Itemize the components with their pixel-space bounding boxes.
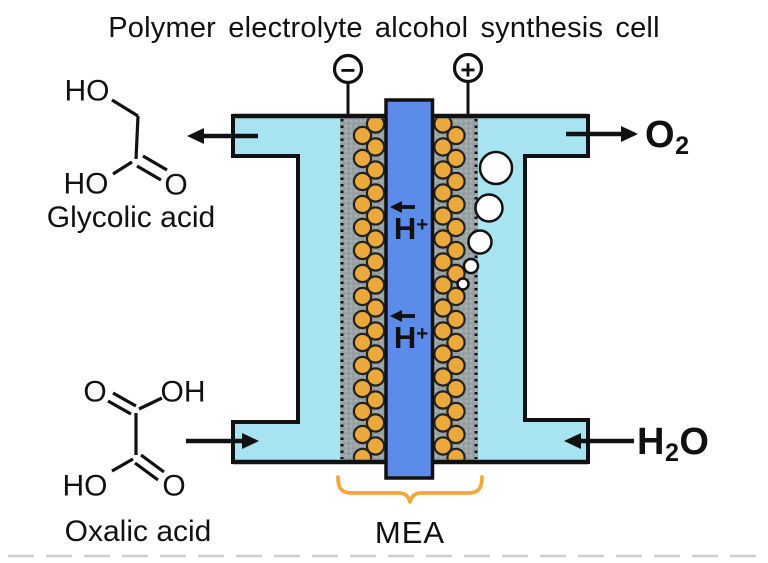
glycolic-acid-label: Glycolic acid — [46, 201, 216, 234]
h2o-label: H2O — [637, 421, 710, 468]
positive-terminal: + — [452, 52, 484, 118]
o2-outlet-arrow — [566, 126, 638, 142]
glycolic-outlet-arrow — [187, 128, 258, 144]
minus-icon: − — [340, 55, 355, 85]
glycolic-acid-structure: HO HO O — [64, 75, 188, 202]
mea-bracket — [336, 475, 484, 504]
left-flow-channel — [231, 114, 340, 464]
oxalic-acid-label: Oxalic acid — [64, 515, 212, 548]
right-flow-channel — [478, 114, 590, 464]
proton-label-bottom: H+ — [384, 320, 438, 355]
catalyst-dots-left — [352, 118, 385, 460]
proton-h: H — [393, 320, 417, 355]
oxalic-oh-top-right: OH — [161, 376, 206, 409]
catalyst-dots-right — [433, 118, 466, 460]
h2o-o-symbol: O — [679, 421, 710, 463]
plus-icon: + — [460, 55, 475, 85]
o2-subscript: 2 — [675, 132, 690, 161]
glycolic-ho-top: HO — [65, 75, 110, 108]
mea-label: MEA — [374, 515, 446, 550]
o2-label: O2 — [645, 114, 690, 161]
h2o-h-symbol: H — [637, 421, 665, 463]
h2o-subscript: 2 — [664, 439, 680, 468]
proton-plus: + — [416, 213, 429, 237]
oxalic-o-top-left: O — [83, 376, 106, 409]
proton-arrow-top — [390, 201, 415, 213]
glycolic-o-right: O — [164, 169, 187, 202]
o2-symbol: O — [645, 114, 676, 156]
oxalic-ho-bottom-left: HO — [63, 470, 108, 503]
proton-plus: + — [416, 322, 429, 346]
polymer-electrolyte-membrane — [384, 98, 435, 480]
negative-terminal: − — [332, 53, 364, 118]
proton-h: H — [393, 211, 417, 246]
oxalic-inlet-arrow — [186, 433, 259, 449]
gas-bubbles — [456, 150, 514, 291]
glycolic-ho-bottom: HO — [64, 168, 109, 201]
oxalic-acid-structure: O OH HO O — [63, 376, 206, 503]
proton-label-top: H+ — [384, 211, 438, 246]
proton-arrow-bottom — [390, 310, 415, 322]
oxalic-o-bottom-right: O — [162, 470, 185, 503]
h2o-inlet-arrow — [564, 433, 634, 449]
figure-title: Polymer electrolyte alcohol synthesis ce… — [108, 12, 660, 44]
